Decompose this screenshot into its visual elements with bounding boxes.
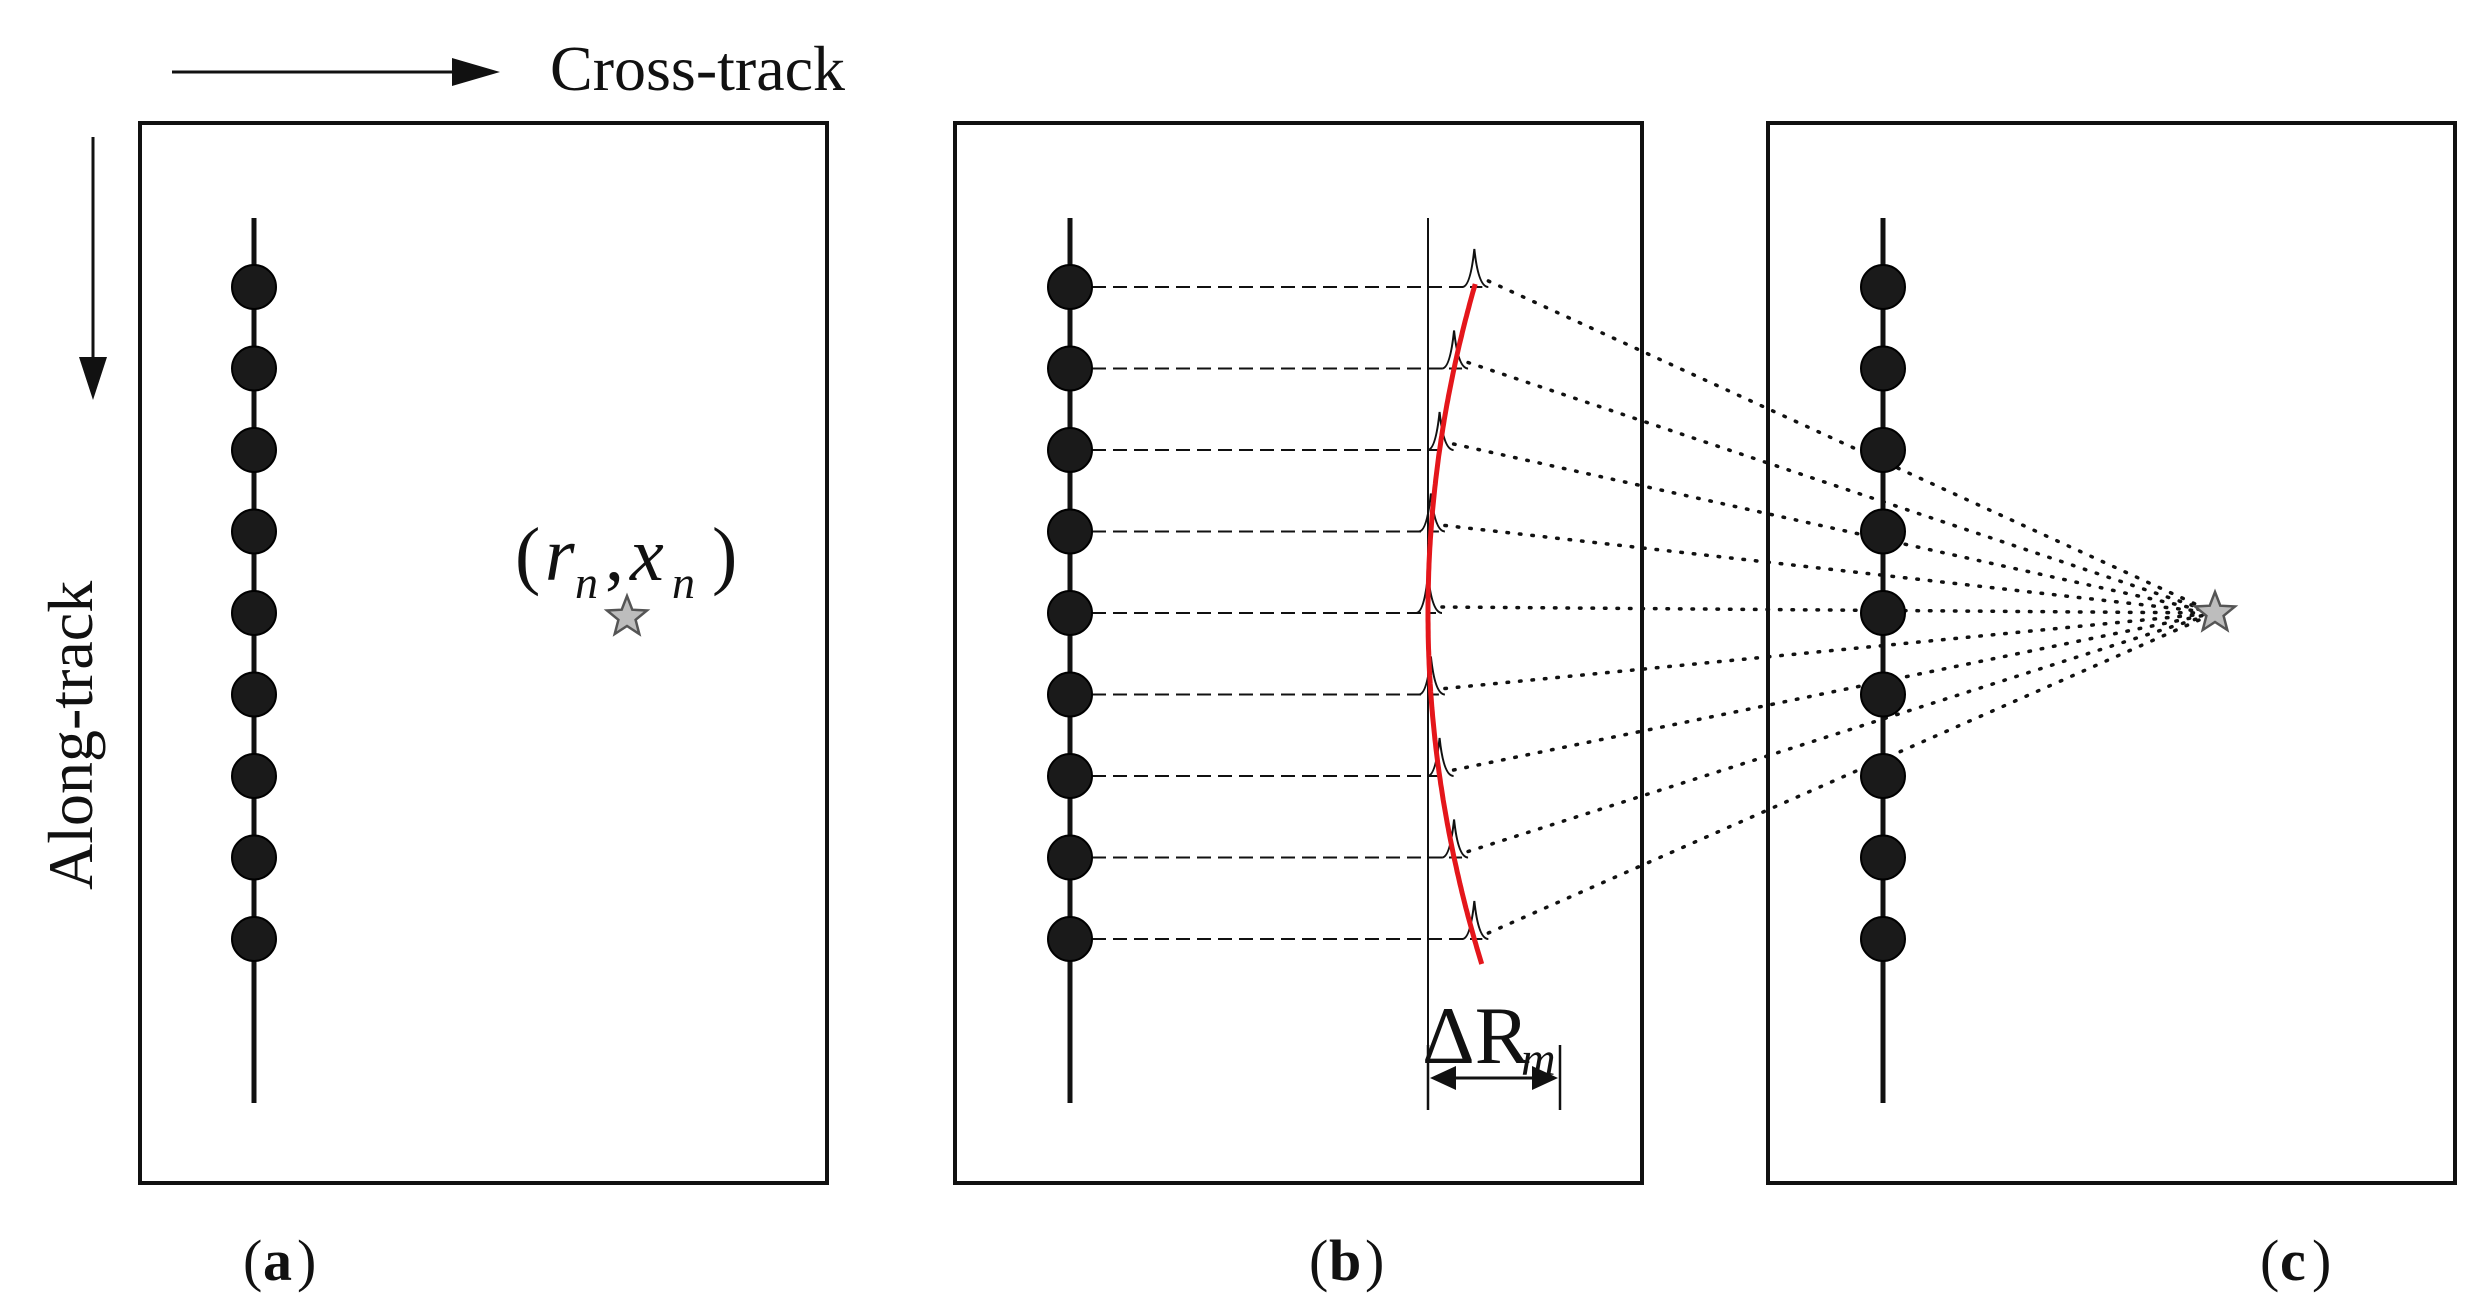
focusing-line xyxy=(1451,611,2217,772)
svg-text:(: ( xyxy=(1309,1228,1328,1293)
antenna-element xyxy=(231,834,277,881)
panel-c xyxy=(1860,218,2239,1103)
focusing-lines xyxy=(1440,279,2217,935)
antenna-element xyxy=(1047,590,1093,636)
antenna-element xyxy=(231,590,277,636)
antenna-element xyxy=(231,671,277,718)
antenna-element xyxy=(231,508,277,555)
antenna-element xyxy=(1860,671,1906,718)
focused-target-star-icon xyxy=(2191,588,2239,633)
antenna-element xyxy=(1860,834,1906,881)
echo-pulse xyxy=(1462,248,1489,288)
panel-b: ΔR m xyxy=(1047,218,1562,1110)
svg-text:c: c xyxy=(2280,1228,2306,1293)
svg-text:,: , xyxy=(605,513,624,597)
antenna-element xyxy=(1047,671,1093,718)
along-track-label: Along-track xyxy=(35,581,106,890)
svg-text:): ) xyxy=(297,1228,316,1293)
panel-label-b: ( b ) xyxy=(1309,1228,1384,1293)
cross-track-indicator: Cross-track xyxy=(172,33,845,104)
focusing-line xyxy=(1443,523,2217,615)
svg-text:b: b xyxy=(1329,1228,1361,1293)
panel-label-a: ( a ) xyxy=(243,1228,316,1293)
antenna-element xyxy=(1860,916,1906,962)
antenna-element xyxy=(1860,753,1906,799)
antenna-element xyxy=(1047,427,1093,473)
delta-r-label: ΔR xyxy=(1422,990,1530,1081)
focusing-line xyxy=(1486,611,2217,935)
antenna-element xyxy=(1860,345,1906,392)
echo-pulse xyxy=(1441,330,1469,370)
panel-c-frame xyxy=(1766,121,2457,1185)
delta-r-subscript: m xyxy=(1521,1033,1556,1086)
antenna-element xyxy=(231,753,277,799)
svg-text:(: ( xyxy=(515,513,540,597)
antenna-element xyxy=(231,427,277,473)
antenna-element xyxy=(1047,916,1093,962)
focusing-line xyxy=(1440,605,2217,615)
svg-text:): ) xyxy=(2312,1228,2331,1293)
antenna-element xyxy=(231,264,277,310)
antenna-element xyxy=(1047,345,1093,392)
antenna-element xyxy=(1860,264,1906,310)
target-x-subscript: n xyxy=(672,557,695,608)
target-point-label: ( r n , x n ) xyxy=(515,513,737,608)
antenna-element xyxy=(1047,264,1093,310)
antenna-element xyxy=(1860,590,1906,636)
target-x: x xyxy=(629,513,664,597)
target-r-subscript: n xyxy=(575,557,598,608)
range-lines xyxy=(1092,286,1483,940)
delta-r-measure: ΔR m xyxy=(1422,990,1562,1110)
antenna-element xyxy=(1047,834,1093,881)
svg-text:): ) xyxy=(712,513,737,597)
target-r: r xyxy=(545,513,575,597)
echo-pulse xyxy=(1462,900,1489,940)
panel-b-frame xyxy=(953,121,1644,1185)
svg-text:): ) xyxy=(1365,1228,1384,1293)
svg-text:a: a xyxy=(263,1228,292,1293)
target-star-icon xyxy=(603,592,651,637)
focusing-line xyxy=(1451,442,2217,615)
echo-pulse xyxy=(1418,493,1446,533)
antenna-array-c xyxy=(1860,264,1906,962)
range-migration-curve xyxy=(1425,283,1485,965)
antenna-element xyxy=(1860,508,1906,555)
focusing-line xyxy=(1466,360,2217,615)
panel-a: ( r n , x n ) xyxy=(231,218,737,1103)
echo-pulse xyxy=(1441,819,1469,859)
focusing-line xyxy=(1486,279,2217,615)
antenna-element xyxy=(231,345,277,392)
antenna-element xyxy=(231,916,277,962)
svg-text:(: ( xyxy=(243,1228,262,1293)
panel-label-c: ( c ) xyxy=(2260,1228,2331,1293)
antenna-array-a xyxy=(231,264,277,962)
echo-pulse xyxy=(1427,411,1454,451)
panel-a-frame xyxy=(138,121,829,1185)
svg-text:(: ( xyxy=(2260,1228,2279,1293)
antenna-element xyxy=(1047,753,1093,799)
echo-pulse xyxy=(1427,737,1454,777)
antenna-array-b xyxy=(1047,264,1093,962)
cross-track-label: Cross-track xyxy=(550,33,845,104)
antenna-element xyxy=(1860,427,1906,473)
along-track-indicator: Along-track xyxy=(35,137,107,890)
focusing-line xyxy=(1443,611,2217,691)
antenna-element xyxy=(1047,508,1093,555)
